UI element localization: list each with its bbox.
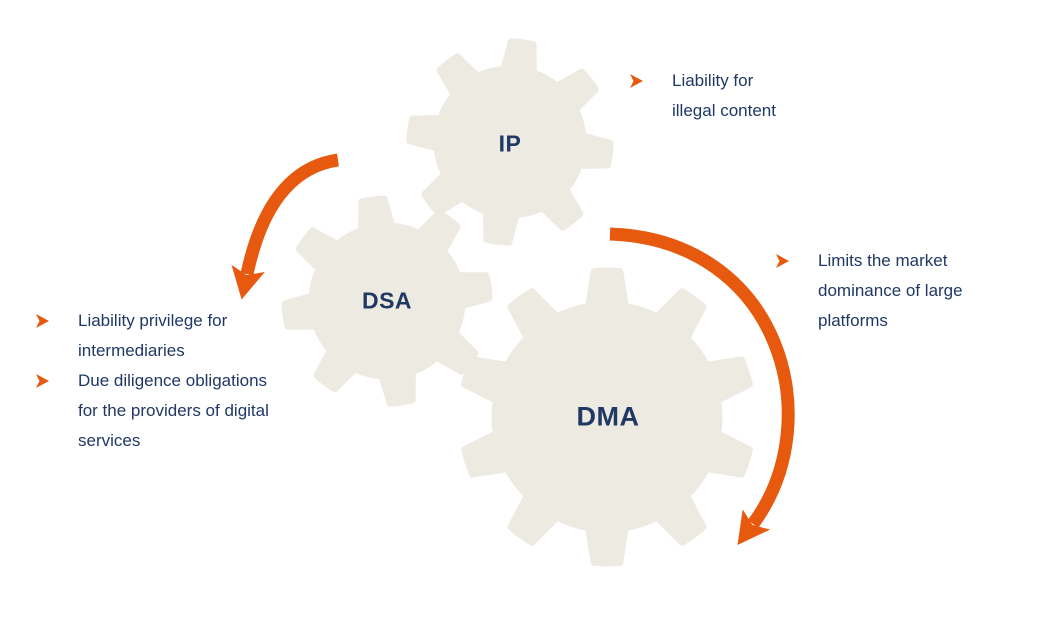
note-dma: Limits the market dominance of large pla… [776, 246, 1016, 336]
note-text: Liability privilege for intermediaries [78, 311, 228, 360]
gear-dsa-shape [281, 195, 493, 407]
note-ip: Liability for illegal content [630, 66, 850, 126]
note-text: Limits the market dominance of large pla… [818, 251, 963, 330]
arrow-dsa-curve [231, 153, 340, 300]
bullet-arrow-icon [36, 374, 49, 388]
gear-dma-shape [461, 267, 753, 567]
list-item: Liability for illegal content [630, 66, 850, 126]
bullet-arrow-icon [630, 74, 643, 88]
list-item: Liability privilege for intermediaries [36, 306, 336, 366]
bullet-arrow-icon [36, 314, 49, 328]
note-text: Due diligence obligations for the provid… [78, 371, 269, 450]
gear-label-ip: IP [498, 130, 522, 157]
bullet-arrow-icon [776, 254, 789, 268]
gear-ip-shape [406, 38, 614, 246]
arrow-dma-curve [609, 227, 795, 545]
note-dsa: Liability privilege for intermediaries D… [36, 306, 336, 456]
list-item: Limits the market dominance of large pla… [776, 246, 1016, 336]
list-item: Due diligence obligations for the provid… [36, 366, 336, 456]
note-text: Liability for illegal content [672, 71, 776, 120]
gear-label-dma: DMA [576, 401, 640, 432]
gear-label-dsa: DSA [361, 287, 413, 314]
